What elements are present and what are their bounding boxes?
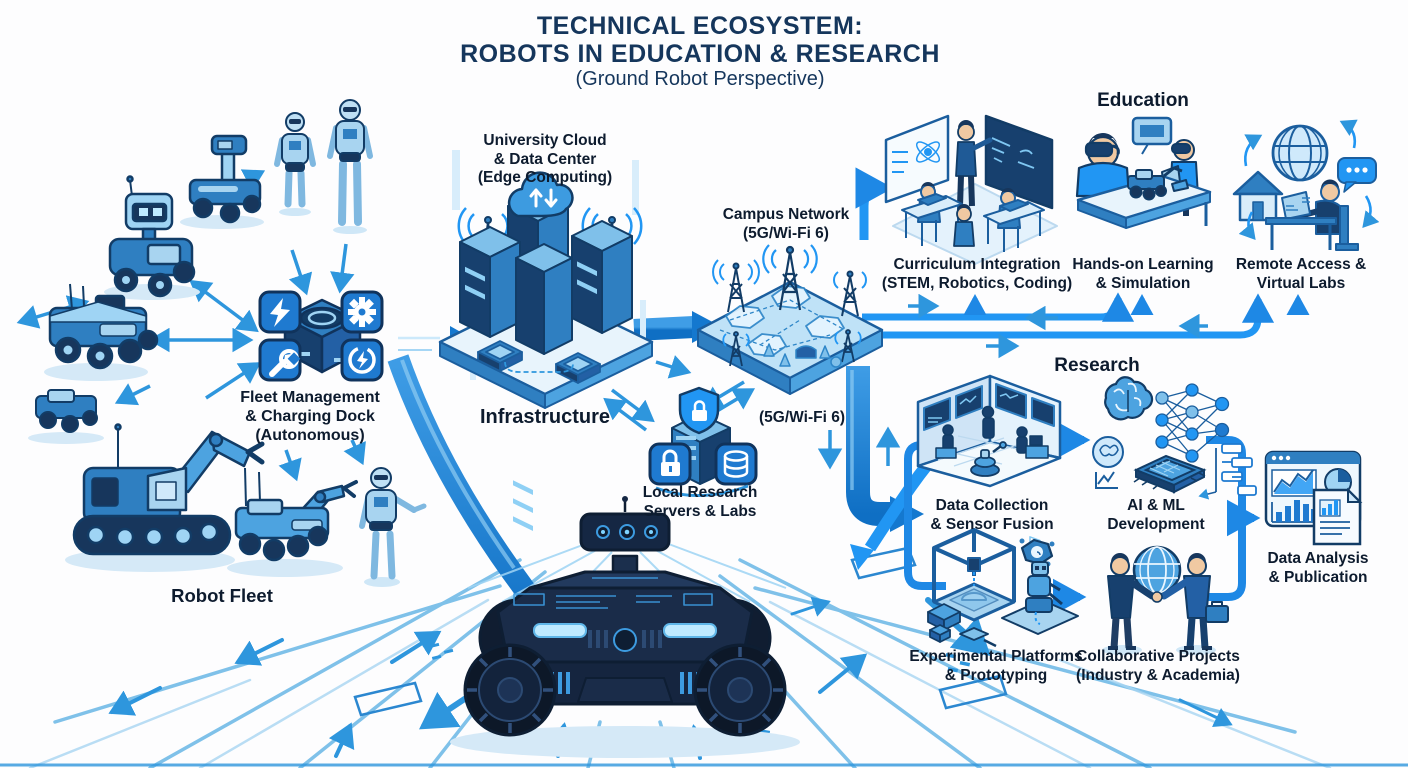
teacher-figure xyxy=(955,120,993,207)
padlock-icon xyxy=(648,442,692,486)
robot-wheeled-humanoid xyxy=(108,175,196,298)
data-center-illustration xyxy=(438,150,654,531)
document-icon xyxy=(1312,487,1363,546)
label-ai-ml: AI & ML Development xyxy=(1107,497,1205,533)
brain-chart-icon xyxy=(1092,436,1124,489)
pie-chart-icon xyxy=(1324,468,1352,496)
charging-icon xyxy=(340,338,384,382)
robot-wheel xyxy=(463,643,557,737)
chip-module-icon xyxy=(555,352,601,384)
fleet-hub xyxy=(258,290,384,382)
cell-tower-icon xyxy=(712,259,760,313)
label-university-cloud: University Cloud & Data Center (Edge Com… xyxy=(477,132,613,187)
neural-network-icon xyxy=(1155,383,1230,463)
ground-robot xyxy=(450,496,800,758)
collaboration-scene xyxy=(1102,545,1229,655)
label-hands-on-learning: Hands-on Learning & Simulation xyxy=(1072,256,1214,292)
remote-access-scene xyxy=(1232,119,1380,251)
handshake-figures xyxy=(1107,553,1229,650)
server-tower-icon xyxy=(459,226,521,338)
data-analysis-scene xyxy=(1264,450,1363,546)
robot-sensor-rover xyxy=(48,283,159,370)
label-infrastructure: Infrastructure xyxy=(479,406,611,428)
brain-icon xyxy=(1104,376,1154,421)
blackboard-icon xyxy=(984,114,1054,550)
line-chart-icon xyxy=(1271,469,1317,497)
label-curriculum-integration: Curriculum Integration (STEM, Robotics, … xyxy=(881,256,1073,292)
title-line-2: ROBOTS IN EDUCATION & RESEARCH xyxy=(460,40,940,68)
experimental-scene xyxy=(927,528,1079,648)
label-campus-network: Campus Network (5G/Wi-Fi 6) xyxy=(722,206,850,242)
title-line-1: TECHNICAL ECOSYSTEM: xyxy=(536,12,864,40)
chip-icon xyxy=(1133,454,1207,494)
lightning-icon xyxy=(258,290,302,334)
chat-bubble-icon xyxy=(1337,157,1377,193)
flowchart-icon xyxy=(1198,443,1257,500)
sync-arrows xyxy=(1238,119,1380,240)
lab-robot-icon xyxy=(970,441,1007,477)
server-tower-icon xyxy=(515,243,573,355)
lab-figures xyxy=(935,405,1049,459)
floating-screen-icon xyxy=(1131,116,1173,155)
globe-icon xyxy=(1271,124,1329,182)
chip-module-icon xyxy=(477,340,523,372)
robot-mini-rover xyxy=(35,389,98,433)
heading-research: Research xyxy=(1054,355,1140,376)
sensor-head-lenses xyxy=(596,524,658,540)
robot-humanoid-small xyxy=(359,467,427,587)
fleet-arrows xyxy=(16,169,366,482)
shield-lock-icon xyxy=(678,386,720,435)
hex-module-icon xyxy=(1019,538,1055,567)
cell-tower-icon xyxy=(833,270,867,317)
label-experimental-platforms: Experimental Platforms & Prototyping xyxy=(909,648,1083,684)
whiteboard-icon xyxy=(884,114,950,204)
ai-ml-scene xyxy=(1092,376,1257,500)
local-servers-illustration xyxy=(648,386,758,497)
robot-tracked-excavator xyxy=(72,423,265,556)
cloud-sync-icon xyxy=(507,171,574,218)
label-data-analysis: Data Analysis & Publication xyxy=(1267,550,1369,586)
remote-desk xyxy=(1265,179,1359,251)
heading-education: Education xyxy=(1097,90,1189,111)
server-tower-icon xyxy=(571,220,633,334)
robot-camera-rover xyxy=(188,134,262,224)
label-network-tag: (5G/Wi-Fi 6) xyxy=(759,409,845,426)
robot-fleet-illustration xyxy=(28,99,427,587)
label-fleet-management: Fleet Management & Charging Dock (Autono… xyxy=(240,389,380,445)
cell-tower-icon xyxy=(722,331,750,367)
campus-trees xyxy=(763,343,842,368)
gear-icon xyxy=(340,290,384,334)
label-robot-fleet: Robot Fleet xyxy=(171,585,273,606)
label-collaborative-projects: Collaborative Projects (Industry & Acade… xyxy=(1076,648,1240,684)
classroom-scene xyxy=(884,114,1058,550)
label-local-servers: Local Research Servers & Labs xyxy=(642,484,758,520)
student-desk xyxy=(901,182,963,246)
prototype-robot-icon xyxy=(1001,561,1079,635)
parts-cubes-icon xyxy=(927,603,997,648)
vr-person-left xyxy=(1075,133,1131,198)
label-remote-access: Remote Access & Virtual Labs xyxy=(1235,256,1367,292)
cell-tower-icon xyxy=(762,244,818,311)
campus-network-illustration xyxy=(696,244,884,395)
title-line-3: (Ground Robot Perspective) xyxy=(575,68,825,90)
student-desk xyxy=(983,188,1045,252)
robot-arm-rover xyxy=(234,467,358,562)
student-figure xyxy=(953,204,975,247)
table-rover-icon xyxy=(1127,166,1189,201)
robot-humanoid-pair xyxy=(274,99,373,234)
vr-simulation-scene xyxy=(1075,116,1212,229)
wrench-icon xyxy=(258,338,302,382)
database-icon xyxy=(714,442,758,486)
robot-wheel xyxy=(693,643,787,737)
cell-tower-icon xyxy=(834,329,862,363)
wall-screen-icon xyxy=(923,383,1055,431)
house-icon xyxy=(1232,170,1284,222)
label-data-collection: Data Collection & Sensor Fusion xyxy=(930,497,1054,533)
data-collection-scene xyxy=(916,374,1062,488)
